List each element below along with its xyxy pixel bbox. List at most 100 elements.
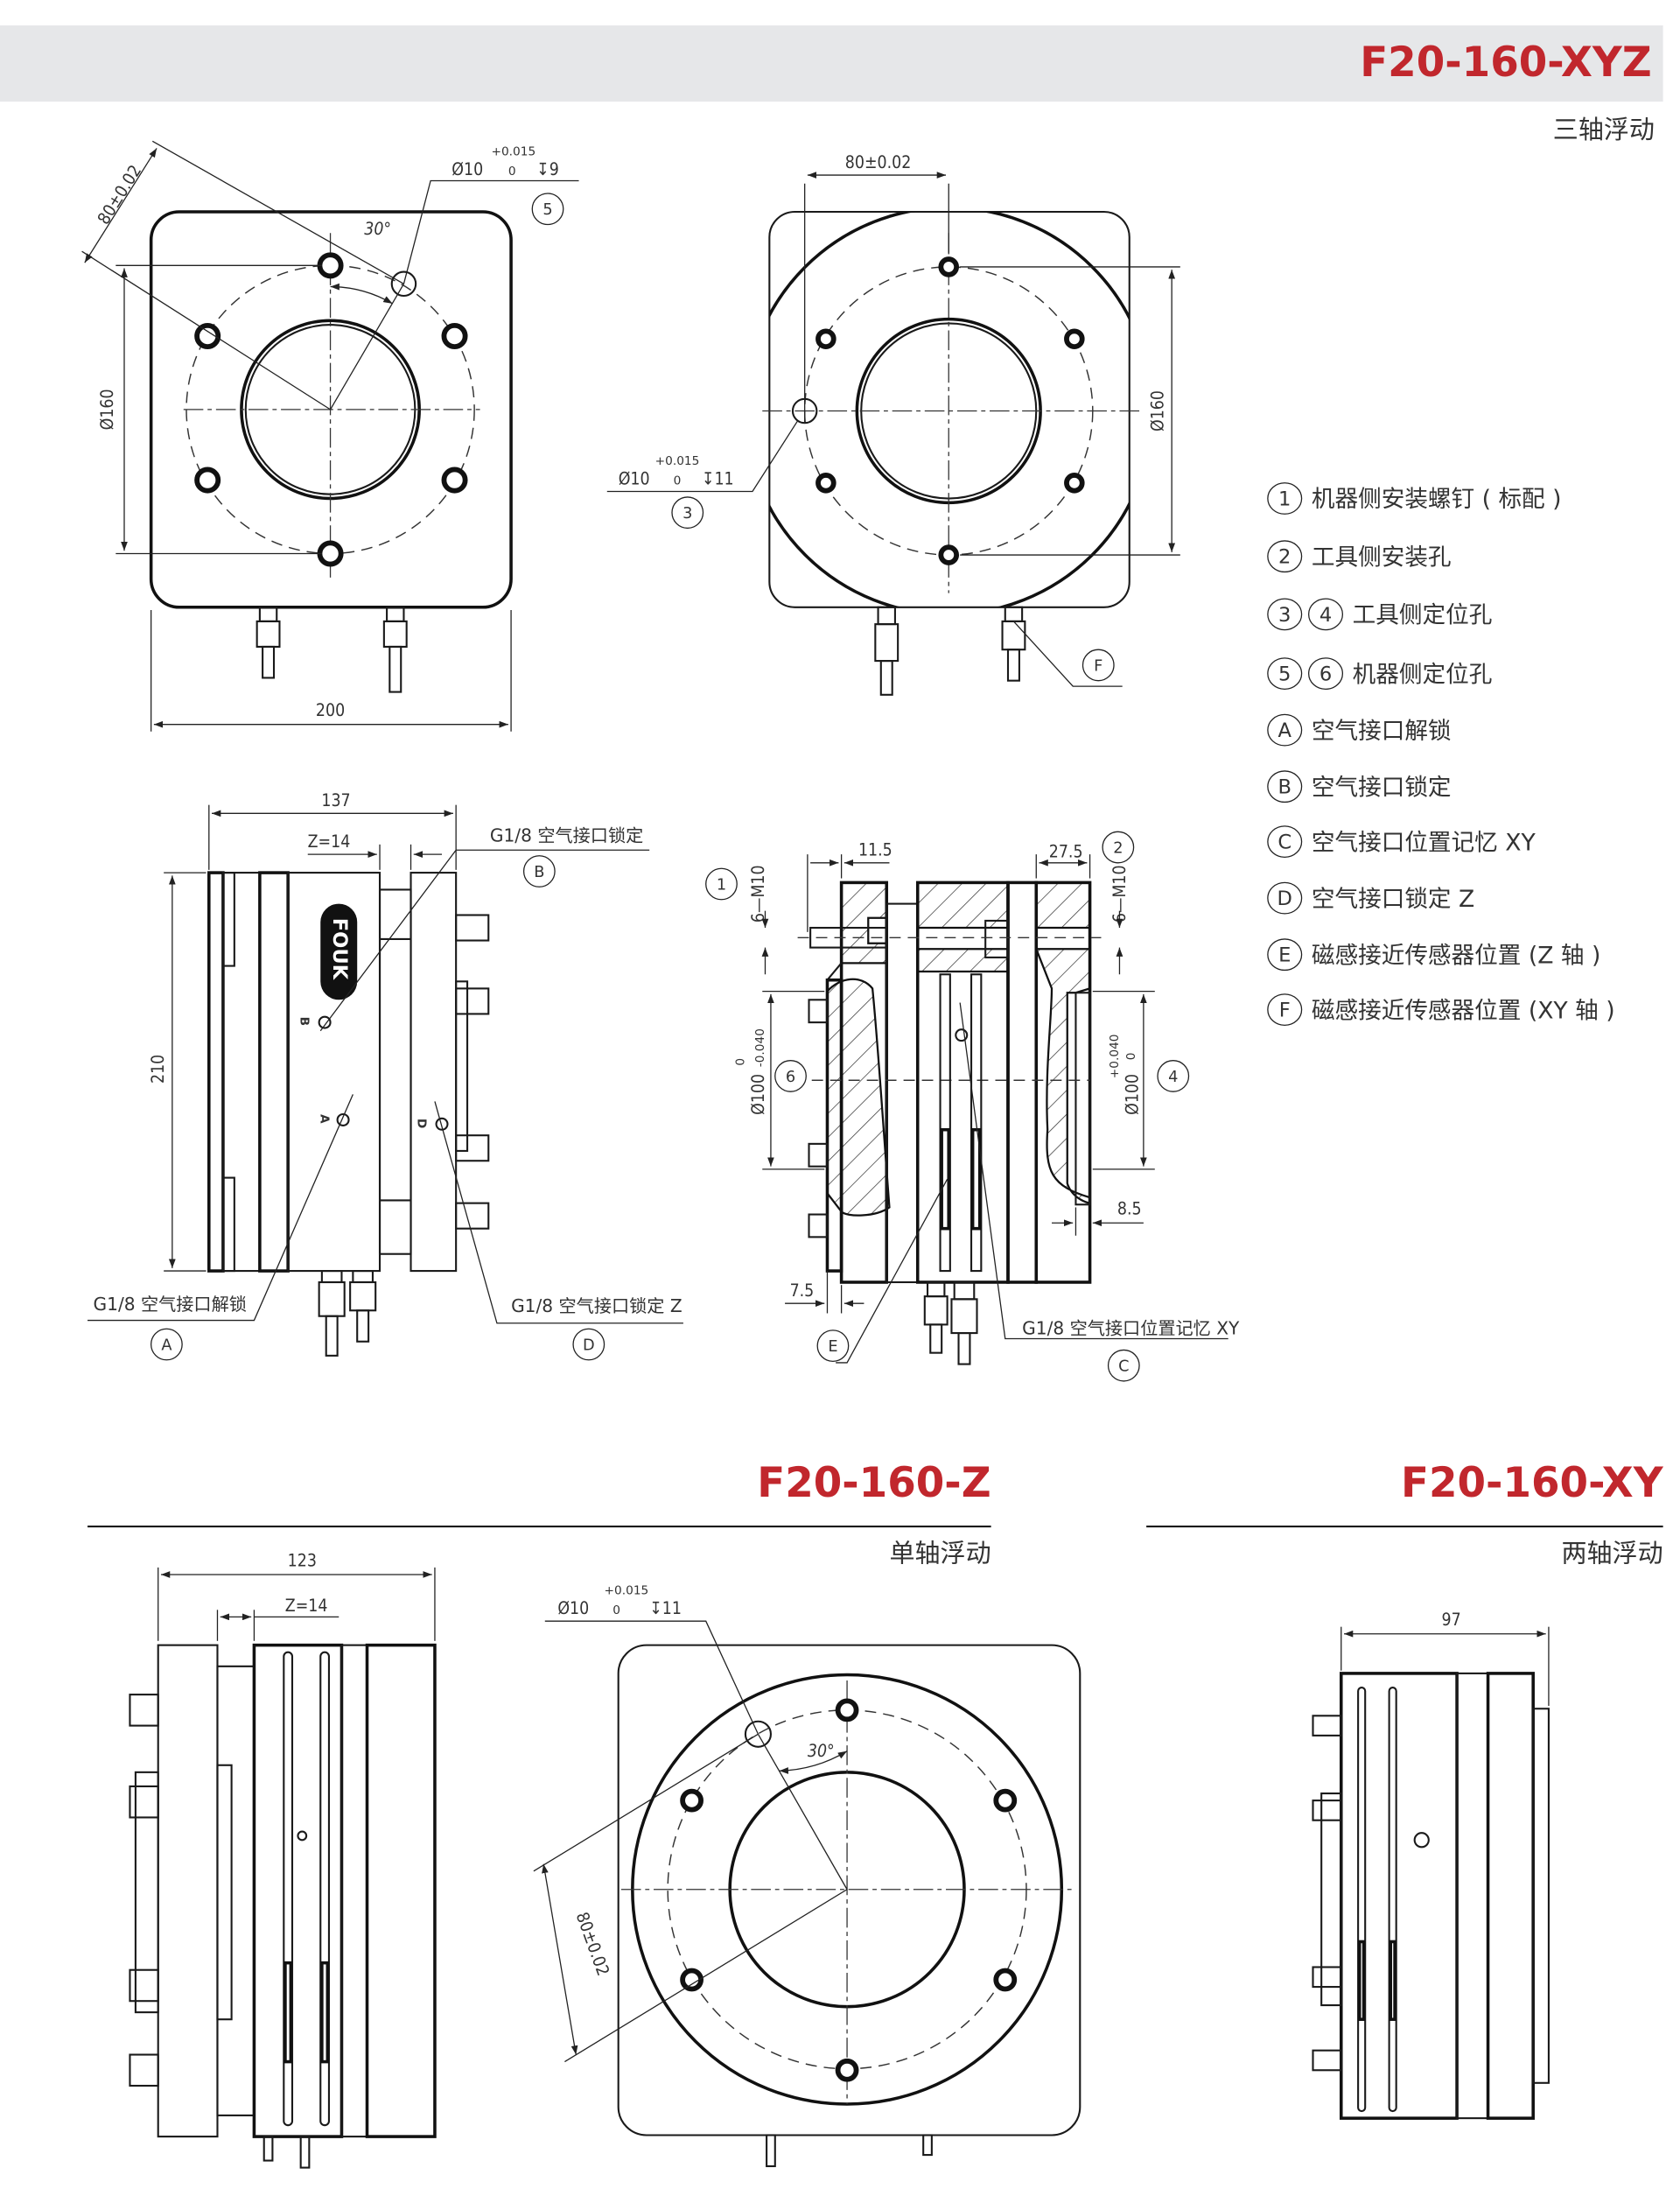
legend-marker-circle bbox=[1267, 482, 1303, 515]
legend-marker-circle bbox=[1308, 657, 1344, 690]
svg-text:1: 1 bbox=[717, 876, 726, 894]
view-z-side: 123 Z=14 bbox=[129, 1550, 437, 2169]
legend-marker: C bbox=[1278, 831, 1292, 854]
svg-text:11.5: 11.5 bbox=[858, 840, 892, 860]
legend-marker: 1 bbox=[1278, 488, 1291, 511]
legend-text: 空气接口解锁 bbox=[1312, 718, 1452, 745]
svg-text:6: 6 bbox=[786, 1069, 795, 1086]
logo-badge bbox=[320, 903, 358, 1000]
section-z-title: F20-160-Z bbox=[757, 1460, 990, 1507]
legend-marker: A bbox=[1278, 719, 1292, 742]
legend-marker-circle bbox=[1267, 770, 1303, 803]
svg-text:200: 200 bbox=[316, 700, 345, 720]
page-title: F20-160-XYZ bbox=[1360, 39, 1651, 87]
legend-item: C 空气接口位置记忆 XY bbox=[1267, 825, 1536, 858]
svg-text:+0.015: +0.015 bbox=[605, 1584, 649, 1598]
legend-text: 空气接口锁定 bbox=[1312, 774, 1452, 801]
legend-text: 磁感接近传感器位置 (XY 轴 ) bbox=[1312, 997, 1615, 1024]
legend-marker-circle bbox=[1267, 993, 1303, 1026]
locating-pins bbox=[455, 914, 490, 1230]
svg-text:137: 137 bbox=[321, 790, 350, 810]
svg-text:+0.015: +0.015 bbox=[655, 454, 700, 468]
legend-item: 5 6 机器侧定位孔 bbox=[1267, 657, 1493, 690]
svg-text:E: E bbox=[828, 1338, 837, 1356]
view-section: 11.5 27.5 6—M10 6—M10 Ø100 0 -0.040 Ø100… bbox=[705, 831, 1240, 1382]
svg-text:↧11: ↧11 bbox=[649, 1598, 682, 1618]
fittings bbox=[874, 606, 1026, 696]
svg-text:80±0.02: 80±0.02 bbox=[845, 152, 912, 172]
svg-text:G1/8 空气接口锁定 Z: G1/8 空气接口锁定 Z bbox=[511, 1295, 682, 1316]
legend-marker-circle bbox=[1267, 713, 1303, 747]
legend-marker: F bbox=[1279, 1000, 1291, 1022]
svg-text:G1/8 空气接口位置记忆 XY: G1/8 空气接口位置记忆 XY bbox=[1022, 1318, 1240, 1339]
svg-text:0: 0 bbox=[733, 1058, 747, 1066]
view-side: FOUK B A D 137 Z=14 210 G1/8 空气接口锁定 B G1… bbox=[88, 790, 683, 1361]
legend-text: 空气接口位置记忆 XY bbox=[1312, 829, 1536, 856]
svg-text:6—M10: 6—M10 bbox=[1110, 865, 1130, 923]
svg-text:G1/8 空气接口解锁: G1/8 空气接口解锁 bbox=[94, 1294, 247, 1315]
legend-item: B 空气接口锁定 bbox=[1267, 770, 1452, 803]
svg-text:8.5: 8.5 bbox=[1117, 1199, 1142, 1219]
svg-text:Ø10: Ø10 bbox=[557, 1598, 589, 1618]
svg-text:B: B bbox=[298, 1017, 312, 1026]
fittings bbox=[923, 1280, 978, 1365]
legend-item: 1 机器侧安装螺钉 ( 标配 ) bbox=[1267, 482, 1562, 515]
svg-text:A: A bbox=[317, 1114, 331, 1124]
legend-marker: 4 bbox=[1320, 604, 1332, 627]
fittings bbox=[318, 1270, 377, 1357]
legend-marker-circle bbox=[1267, 598, 1303, 631]
svg-text:Z=14: Z=14 bbox=[308, 831, 351, 852]
legend-marker-circle bbox=[1267, 540, 1303, 573]
svg-text:0: 0 bbox=[1124, 1052, 1138, 1060]
legend-marker: 6 bbox=[1320, 663, 1332, 686]
legend-marker: E bbox=[1278, 944, 1291, 967]
legend-text: 机器侧安装螺钉 ( 标配 ) bbox=[1312, 486, 1562, 513]
legend-text: 机器侧定位孔 bbox=[1353, 661, 1493, 688]
svg-text:+0.015: +0.015 bbox=[491, 144, 536, 158]
legend-marker: 3 bbox=[1278, 604, 1291, 627]
svg-text:Ø160: Ø160 bbox=[97, 389, 117, 430]
section-callouts: 1 2 6 4 E C bbox=[705, 831, 1190, 1382]
fittings bbox=[256, 606, 408, 693]
svg-text:Ø100: Ø100 bbox=[748, 1074, 768, 1115]
svg-text:6—M10: 6—M10 bbox=[748, 865, 768, 923]
locating-pins bbox=[808, 999, 829, 1238]
legend-text: 工具侧定位孔 bbox=[1353, 602, 1493, 629]
callout-b: B bbox=[534, 864, 544, 881]
svg-text:30°: 30° bbox=[808, 1741, 835, 1761]
svg-text:80±0.02: 80±0.02 bbox=[94, 161, 146, 228]
legend-text: 工具侧安装孔 bbox=[1312, 544, 1452, 571]
svg-text:-0.040: -0.040 bbox=[753, 1028, 767, 1067]
svg-text:Ø100: Ø100 bbox=[1122, 1074, 1142, 1115]
svg-text:+0.040: +0.040 bbox=[1108, 1034, 1122, 1078]
sensor-slots bbox=[939, 973, 983, 1273]
view-z-front: 30° 80±0.02 Ø10 +0.015 0 ↧11 bbox=[533, 1584, 1082, 2168]
legend-text: 磁感接近传感器位置 (Z 轴 ) bbox=[1312, 942, 1600, 969]
view-xy-side: 97 bbox=[1312, 1610, 1550, 2120]
svg-text:4: 4 bbox=[1168, 1069, 1178, 1086]
callout-d: D bbox=[583, 1337, 595, 1354]
header: F20-160-XYZ 三轴浮动 bbox=[0, 25, 1663, 144]
header-band bbox=[0, 25, 1663, 102]
callout-f: F bbox=[1094, 657, 1102, 675]
bolt-holes bbox=[816, 256, 1085, 565]
legend-marker: 5 bbox=[1278, 663, 1291, 686]
svg-text:210: 210 bbox=[148, 1055, 168, 1084]
svg-text:27.5: 27.5 bbox=[1049, 841, 1083, 861]
legend-marker-circle bbox=[1267, 657, 1303, 690]
legend-marker: B bbox=[1278, 776, 1292, 799]
legend-marker-circle bbox=[1267, 938, 1303, 972]
view-front-robot: 80±0.02 30° Ø160 200 Ø10 +0.015 0 ↧9 5 bbox=[81, 140, 579, 732]
svg-text:Ø10: Ø10 bbox=[452, 159, 483, 179]
svg-text:30°: 30° bbox=[364, 219, 391, 239]
page-subtitle: 三轴浮动 bbox=[1553, 115, 1655, 144]
legend-marker: D bbox=[1278, 888, 1292, 910]
section-xy: F20-160-XY 两轴浮动 97 bbox=[1146, 1460, 1664, 2120]
legend-item: F 磁感接近传感器位置 (XY 轴 ) bbox=[1267, 993, 1615, 1026]
svg-text:Ø10: Ø10 bbox=[619, 468, 650, 488]
svg-text:80±0.02: 80±0.02 bbox=[572, 1910, 613, 1979]
